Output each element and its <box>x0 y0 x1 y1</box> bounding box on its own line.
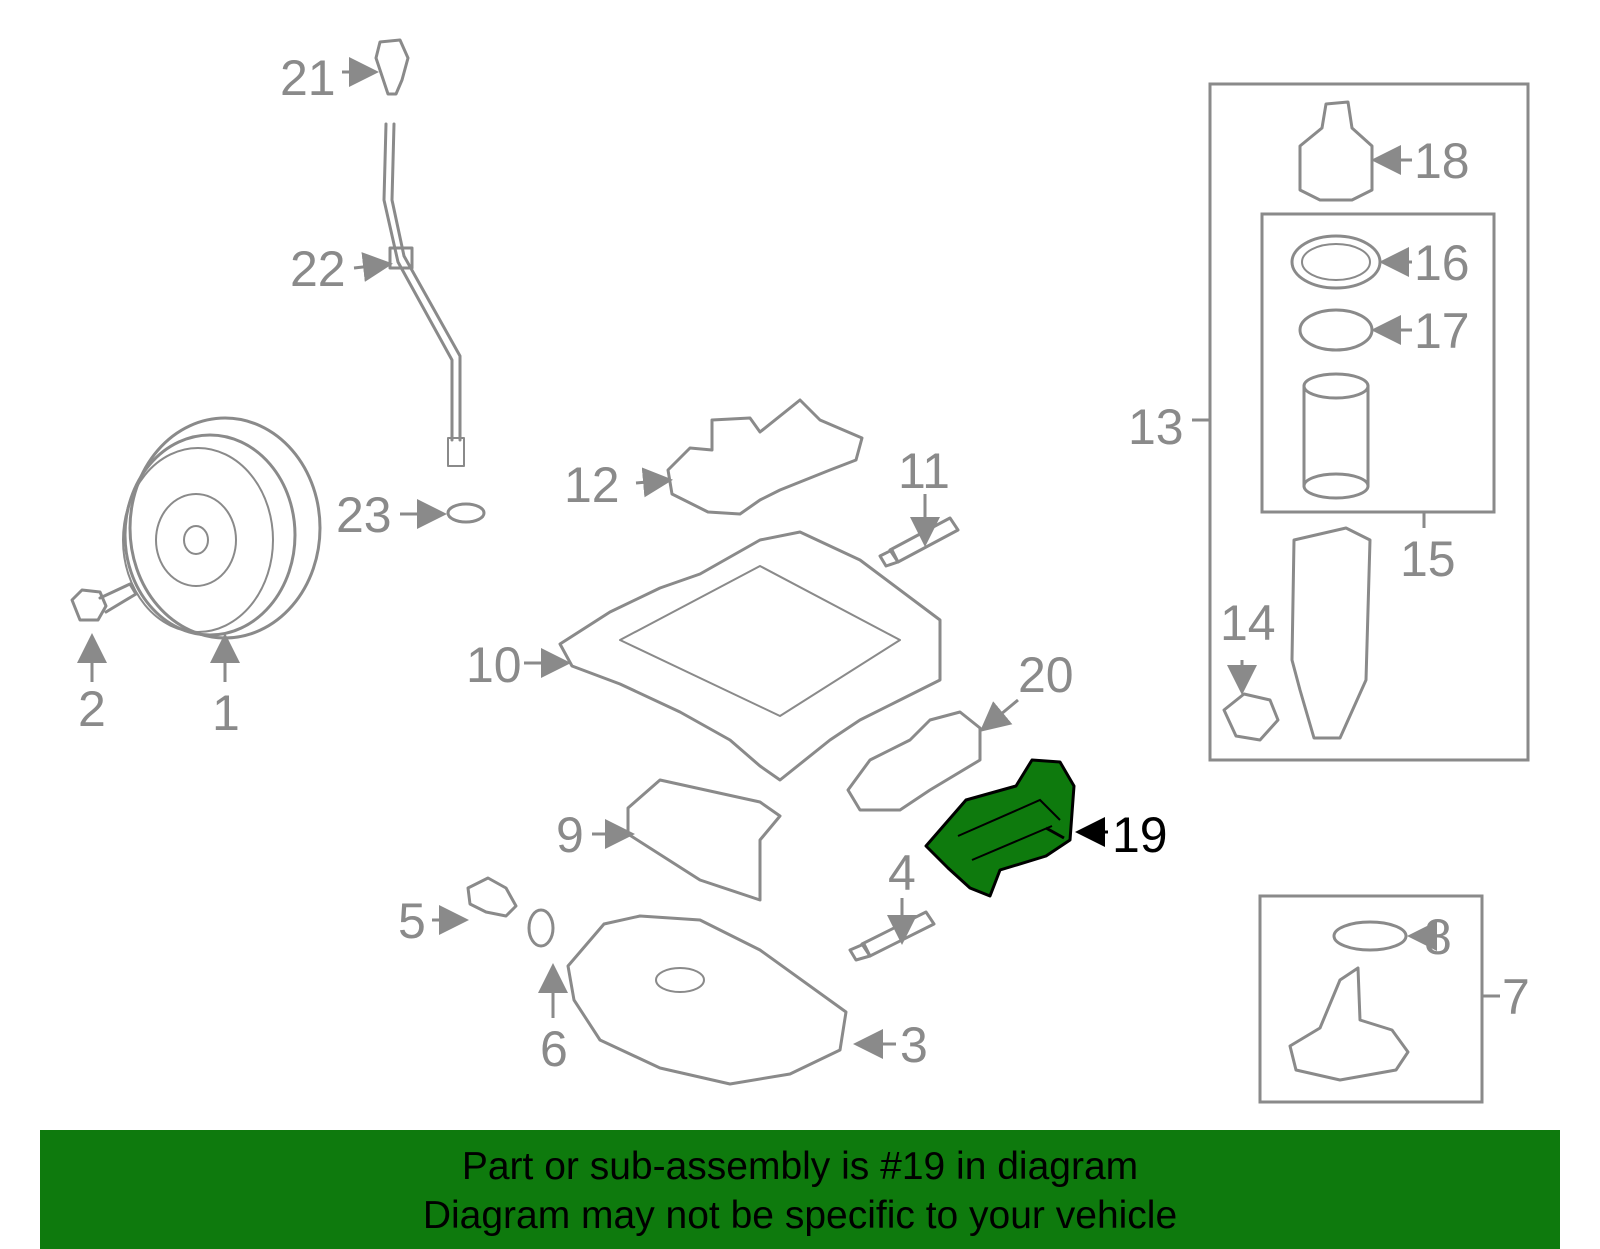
part-3-lower-pan <box>566 914 848 1086</box>
part-12-baffle <box>666 398 864 516</box>
callout-19: 19 <box>1112 807 1168 863</box>
callout-9: 9 <box>556 807 584 863</box>
callout-22: 22 <box>290 241 346 297</box>
callout-21: 21 <box>280 50 336 106</box>
callout-18: 18 <box>1414 133 1470 189</box>
part-4-sealant <box>848 910 936 962</box>
part-21-22-dipstick <box>374 38 465 467</box>
part-8-seal <box>1332 920 1408 952</box>
callout-23: 23 <box>336 487 392 543</box>
callout-6: 6 <box>540 1021 568 1077</box>
part-2-bolt <box>70 582 138 622</box>
part-5-drain-plug <box>466 876 518 918</box>
info-banner: Part or sub-assembly is #19 in diagram D… <box>40 1130 1560 1249</box>
callout-3: 3 <box>900 1017 928 1073</box>
banner-line-2: Diagram may not be specific to your vehi… <box>422 1194 1178 1237</box>
filter-element <box>1302 372 1370 500</box>
part-17-seal <box>1298 308 1374 352</box>
callout-7: 7 <box>1502 969 1530 1025</box>
part-1-pulley <box>122 416 322 640</box>
callout-8: 8 <box>1424 909 1452 965</box>
callout-1: 1 <box>212 685 240 741</box>
callout-16: 16 <box>1414 235 1470 291</box>
callout-10: 10 <box>466 637 522 693</box>
part-11-sealant <box>878 516 960 568</box>
part-9-baffle <box>626 778 782 902</box>
assembly-box-7 <box>1258 894 1484 1104</box>
part-7-sensor <box>1288 966 1410 1082</box>
callout-2: 2 <box>78 681 106 737</box>
callout-15: 15 <box>1400 531 1456 587</box>
part-23-washer <box>446 502 486 524</box>
callout-4: 4 <box>888 845 916 901</box>
assembly-box-15 <box>1260 212 1496 514</box>
part-10-upper-pan <box>558 530 942 782</box>
callout-12: 12 <box>564 457 620 513</box>
callout-5: 5 <box>398 893 426 949</box>
part-6-washer <box>527 908 555 948</box>
banner-line-1: Part or sub-assembly is #19 in diagram <box>461 1145 1139 1188</box>
part-20-gasket <box>846 710 982 812</box>
part-19-oil-cooler[interactable] <box>924 758 1076 898</box>
callout-20: 20 <box>1018 647 1074 703</box>
assembly-box-13 <box>1208 82 1530 762</box>
callout-11: 11 <box>898 443 950 499</box>
callout-14: 14 <box>1220 595 1276 651</box>
callout-13: 13 <box>1128 399 1184 455</box>
part-18-filter-cap <box>1298 100 1374 202</box>
callout-17: 17 <box>1414 303 1470 359</box>
